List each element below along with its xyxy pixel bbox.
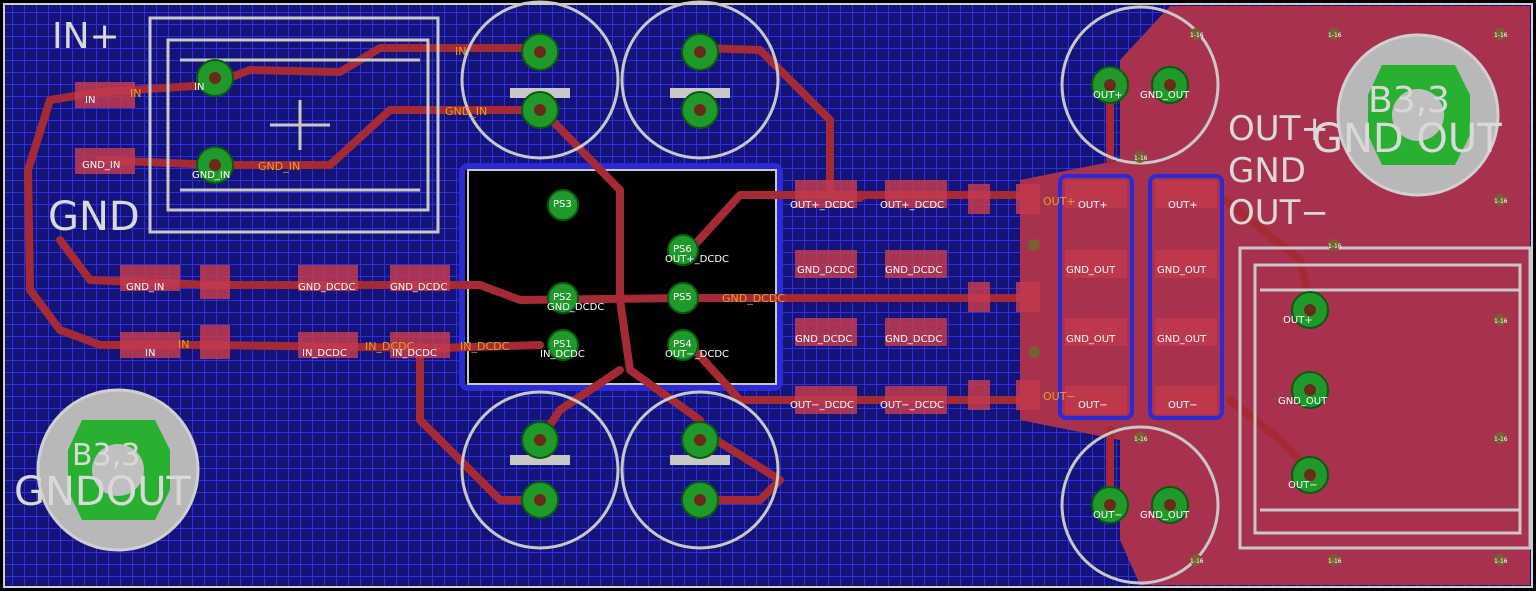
net-gnd-dcdc: GND_DCDC (722, 292, 785, 305)
label-gnd: GND (48, 194, 140, 240)
pad-lbl-in: IN (85, 95, 95, 106)
pin-ps6: PS6 (673, 244, 692, 255)
drill-lbl-4: 1-16 (1134, 155, 1148, 162)
pad-lbl-gnd-dcdc: GND_DCDC (298, 282, 355, 293)
pad-lbl-in-dcdc-2: IN_DCDC (392, 348, 437, 359)
drill-lbl-9: 1-16 (1134, 436, 1148, 443)
net-in-dcdc-2: IN_DCDC (460, 340, 510, 353)
drill-lbl-12: 1-16 (1494, 558, 1508, 565)
pad-lbl-in-2: IN (145, 348, 155, 359)
pad-lbl-out-minus-dcdc-2: OUT−_DCDC (880, 400, 944, 411)
net-gnd-in-mid: GND_IN (258, 160, 300, 173)
pin-lbl-out-minus-dcdc: OUT−_DCDC (665, 349, 729, 360)
label-out-plus: OUT+ (1228, 109, 1329, 149)
drill-size-labels: 1-16 1-16 1-16 1-16 1-16 1-16 1-16 1-16 … (1134, 32, 1508, 565)
pad-lbl-cap-out-minus: OUT− (1093, 510, 1123, 521)
mh-left-bot: GNDOUT (14, 469, 191, 515)
drill-lbl-2: 1-16 (1328, 32, 1342, 39)
pad-lbl-cap-gnd-out: GND_OUT (1140, 90, 1190, 101)
pad-lbl-gnd-dcdc-4: GND_DCDC (885, 265, 942, 276)
mh-right-bot: GND OUT (1312, 116, 1502, 162)
mounting-hole-right (1336, 33, 1500, 197)
pad-lbl-gnd-dcdc-6: GND_DCDC (885, 334, 942, 345)
vias (196, 33, 1329, 524)
drill-lbl-1: 1-16 (1190, 32, 1204, 39)
net-out-plus: OUT+ (1043, 195, 1076, 208)
pad-lbl-gnd-in: GND_IN (82, 160, 120, 171)
pad-lbl-out-minus: OUT− (1078, 400, 1108, 411)
net-in-left: IN (130, 87, 141, 100)
drill-marks (1028, 28, 1506, 566)
pin-ps5: PS5 (673, 292, 692, 303)
pad-lbl-conn-gnd-out: GND_OUT (1278, 396, 1328, 407)
pad-lbl-in-dcdc: IN_DCDC (302, 348, 347, 359)
pin-lbl-gnd-dcdc: GND_DCDC (547, 302, 604, 313)
drill-lbl-7: 1-16 (1494, 318, 1508, 325)
pad-lbl-gnd-out-4: GND_OUT (1157, 334, 1207, 345)
pad-lbl-conn-out-plus: OUT+ (1283, 315, 1313, 326)
pad-lbl-conn-out-minus: OUT− (1288, 480, 1318, 491)
label-out-minus: OUT− (1228, 193, 1329, 233)
pad-lbl-gnd-out-3: GND_OUT (1066, 334, 1116, 345)
pad-lbl-out-minus-dcdc: OUT−_DCDC (790, 400, 854, 411)
net-out-minus: OUT− (1043, 390, 1076, 403)
output-connector-silk (1238, 246, 1532, 550)
mh-left-top: B3,3 (72, 438, 140, 473)
pad-lbl-out-plus: OUT+ (1078, 200, 1108, 211)
drill-lbl-3: 1-16 (1494, 32, 1508, 39)
pad-lbl-gnd-dcdc-5: GND_DCDC (795, 334, 852, 345)
net-in-dcdc: IN_DCDC (365, 340, 415, 353)
drill-lbl-10: 1-16 (1190, 558, 1204, 565)
pad-lbl-gnd-out: GND_OUT (1066, 265, 1116, 276)
net-labels: IN GND_IN IN GND_IN IN_DCDC IN_DCDC GND_… (130, 45, 1076, 403)
pad-lbl-gnd-dcdc-3: GND_DCDC (797, 265, 854, 276)
pin-ps1: PS1 (553, 339, 572, 350)
pad-lbl-cap-out-plus: OUT+ (1093, 90, 1123, 101)
label-out-gnd: GND (1228, 151, 1306, 191)
mh-right-top: B3,3 (1368, 80, 1450, 121)
drill-lbl-11: 1-16 (1328, 558, 1342, 565)
pad-lbl-cap-gnd-out-2: GND_OUT (1140, 510, 1190, 521)
drill-lbl-6: 1-16 (1328, 243, 1342, 250)
pin-ps2: PS2 (553, 292, 572, 303)
pad-lbl-out-plus-2: OUT+ (1168, 200, 1198, 211)
drill-lbl-8: 1-16 (1494, 436, 1508, 443)
pin-ps3: PS3 (553, 199, 572, 210)
mounting-hole-left (36, 388, 200, 552)
net-in-top: IN (455, 45, 466, 58)
pin-lbl-in-dcdc: IN_DCDC (540, 349, 585, 360)
drill-lbl-5: 1-16 (1494, 198, 1508, 205)
pad-lbl-gnd-in-2: GND_IN (126, 282, 164, 293)
pad-lbl-conn-gnd-in: GND_IN (192, 170, 230, 181)
pad-lbl-gnd-dcdc-2: GND_DCDC (390, 282, 447, 293)
smd-pads (75, 82, 1224, 420)
pad-lbl-conn-in: IN (194, 82, 204, 93)
pin-ps4: PS4 (673, 339, 692, 350)
net-in-bottom: IN (178, 338, 189, 351)
pin-lbl-out-plus-dcdc: OUT+_DCDC (665, 254, 729, 265)
net-gnd-in-top: GND_IN (445, 105, 487, 118)
pad-labels: IN GND_IN GND_IN IN GND_DCDC GND_DCDC IN… (82, 82, 1328, 521)
dcdc-pin-labels: PS3 PS2 PS1 PS6 PS5 PS4 GND_DCDC IN_DCDC… (540, 199, 729, 360)
pad-lbl-gnd-out-2: GND_OUT (1157, 265, 1207, 276)
pad-lbl-out-plus-dcdc: OUT+_DCDC (790, 200, 854, 211)
pad-lbl-out-plus-dcdc-2: OUT+_DCDC (880, 200, 944, 211)
pad-lbl-out-minus-2: OUT− (1168, 400, 1198, 411)
label-in-plus: IN+ (52, 16, 120, 57)
